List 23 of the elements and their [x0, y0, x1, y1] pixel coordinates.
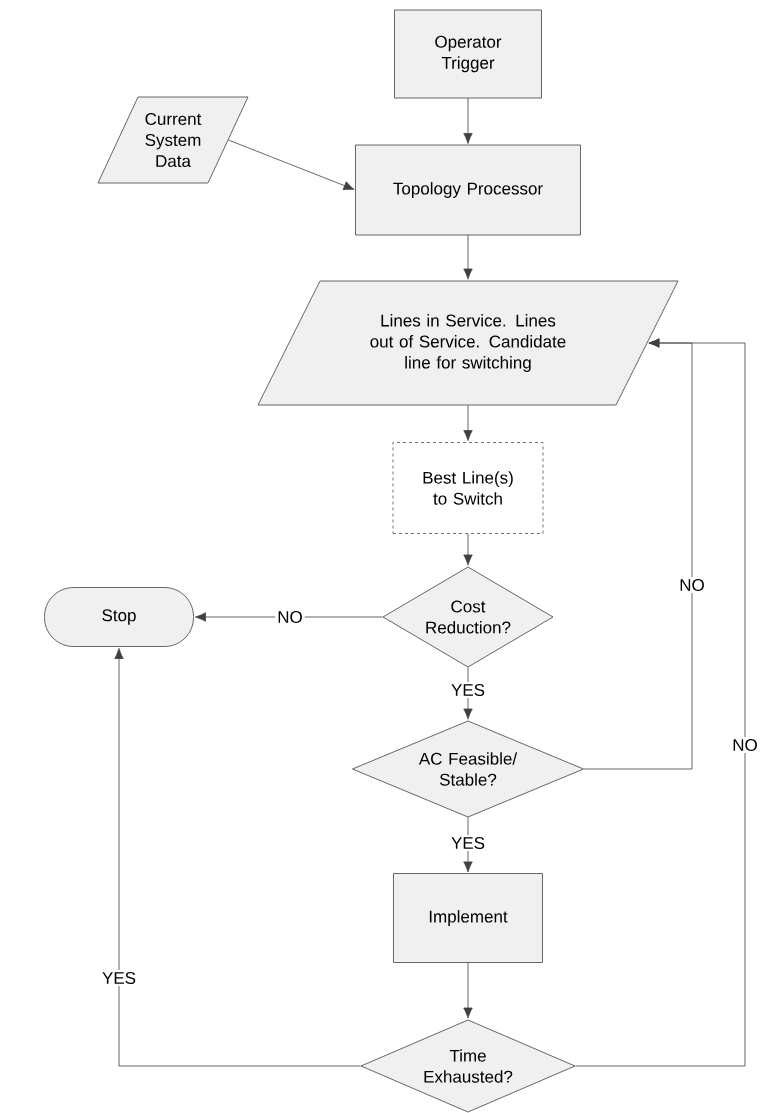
arrow: [228, 139, 355, 191]
process-box: Operator Trigger: [394, 9, 542, 99]
process-box: Best Line(s) to Switch: [392, 442, 544, 534]
arrow: [463, 817, 473, 873]
process-box: Implement: [393, 873, 543, 963]
arrow: [463, 405, 473, 441]
arrow: [463, 533, 473, 566]
edge-label: NO: [677, 577, 707, 593]
data-parallelogram: Current System Data: [97, 96, 249, 184]
arrow: [463, 97, 473, 144]
process-box: Topology Processor: [355, 144, 581, 236]
edge-label: YES: [449, 835, 487, 851]
arrow: [114, 648, 361, 1067]
arrow: [575, 338, 746, 1067]
data-parallelogram: Lines in Service. Lines out of Service. Candidate line for switching: [257, 280, 679, 406]
edge-label: NO: [730, 737, 760, 753]
arrow: [463, 234, 473, 280]
terminator: Stop: [44, 587, 194, 647]
arrow: [463, 667, 473, 720]
edge-label: YES: [100, 970, 138, 986]
edge-label: YES: [449, 682, 487, 698]
edge-label: NO: [275, 609, 305, 625]
arrow: [463, 962, 473, 1019]
